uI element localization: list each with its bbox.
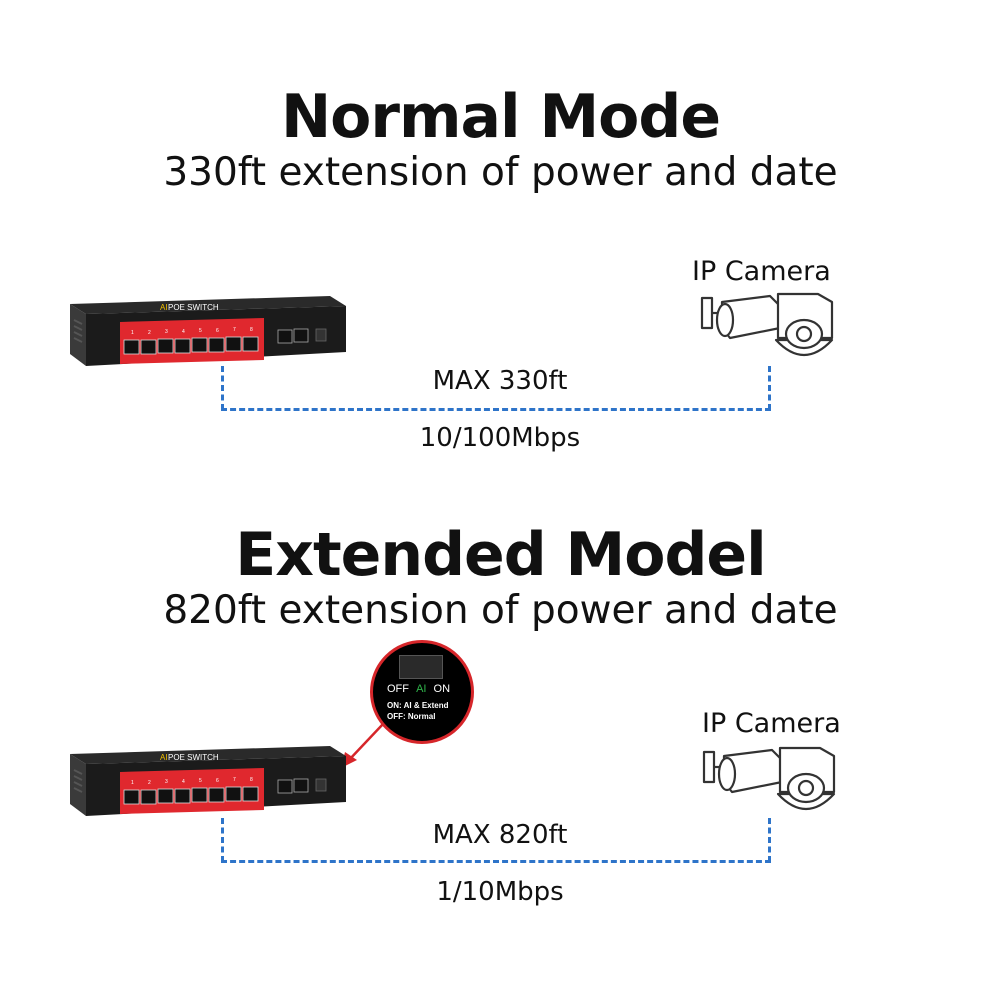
port-number: 1: [131, 780, 134, 786]
port-number: 7: [233, 327, 236, 333]
ip-camera-label-extended: IP Camera: [702, 708, 841, 739]
normal-mode-subtitle: 330ft extension of power and date: [163, 150, 838, 195]
callout-on-label: ON: [433, 683, 451, 695]
port-number: 5: [199, 328, 202, 334]
speed-label-normal: 10/100Mbps: [419, 423, 581, 453]
switch-ai-mark: AI: [160, 303, 168, 312]
switch-ai-mark: AI: [160, 753, 168, 762]
port-number: 4: [182, 779, 185, 785]
connection-line-bottom: [221, 860, 771, 863]
port-number: 2: [148, 330, 151, 336]
connection-line-right: [768, 366, 771, 410]
connection-line-bottom: [221, 408, 771, 411]
poe-switch-normal: POE SWITCH AI 1 2 3 4 5 6 7 8: [70, 296, 346, 366]
port-number: 4: [182, 329, 185, 335]
switch-brand-text: POE SWITCH: [168, 753, 219, 762]
port-number: 8: [250, 327, 253, 333]
connection-line-right: [768, 818, 771, 862]
port-number: 3: [165, 329, 168, 335]
callout-off-label: OFF: [387, 683, 409, 695]
callout-line-2: OFF: Normal: [387, 712, 436, 721]
port-number: 6: [216, 328, 219, 334]
switch-brand-text: POE SWITCH: [168, 303, 219, 312]
max-distance-label-extended: MAX 820ft: [432, 820, 568, 850]
ip-camera-icon-extended: [702, 746, 836, 810]
max-distance-label-normal: MAX 330ft: [432, 366, 568, 396]
port-number: 2: [148, 780, 151, 786]
extended-model-title: Extended Model: [235, 520, 766, 590]
switch-callout-zoom: OFF AI ON ON: AI & Extend OFF: Normal: [370, 640, 474, 744]
port-number: 8: [250, 777, 253, 783]
port-number: 6: [216, 778, 219, 784]
connection-line-left: [221, 366, 224, 410]
port-number: 3: [165, 779, 168, 785]
port-number: 1: [131, 330, 134, 336]
callout-ai-label: AI: [416, 683, 427, 695]
poe-switch-extended: POE SWITCH AI 1 2 3 4 5 6 7 8: [70, 746, 346, 816]
speed-label-extended: 1/10Mbps: [436, 877, 564, 907]
extended-model-subtitle: 820ft extension of power and date: [163, 588, 838, 633]
callout-line-1: ON: AI & Extend: [387, 701, 449, 710]
ip-camera-icon-normal: [700, 292, 834, 356]
ip-camera-label-normal: IP Camera: [692, 256, 831, 287]
port-number: 5: [199, 778, 202, 784]
normal-mode-title: Normal Mode: [280, 82, 721, 152]
connection-line-left: [221, 818, 224, 862]
port-number: 7: [233, 777, 236, 783]
dip-switch-icon: [399, 655, 443, 679]
